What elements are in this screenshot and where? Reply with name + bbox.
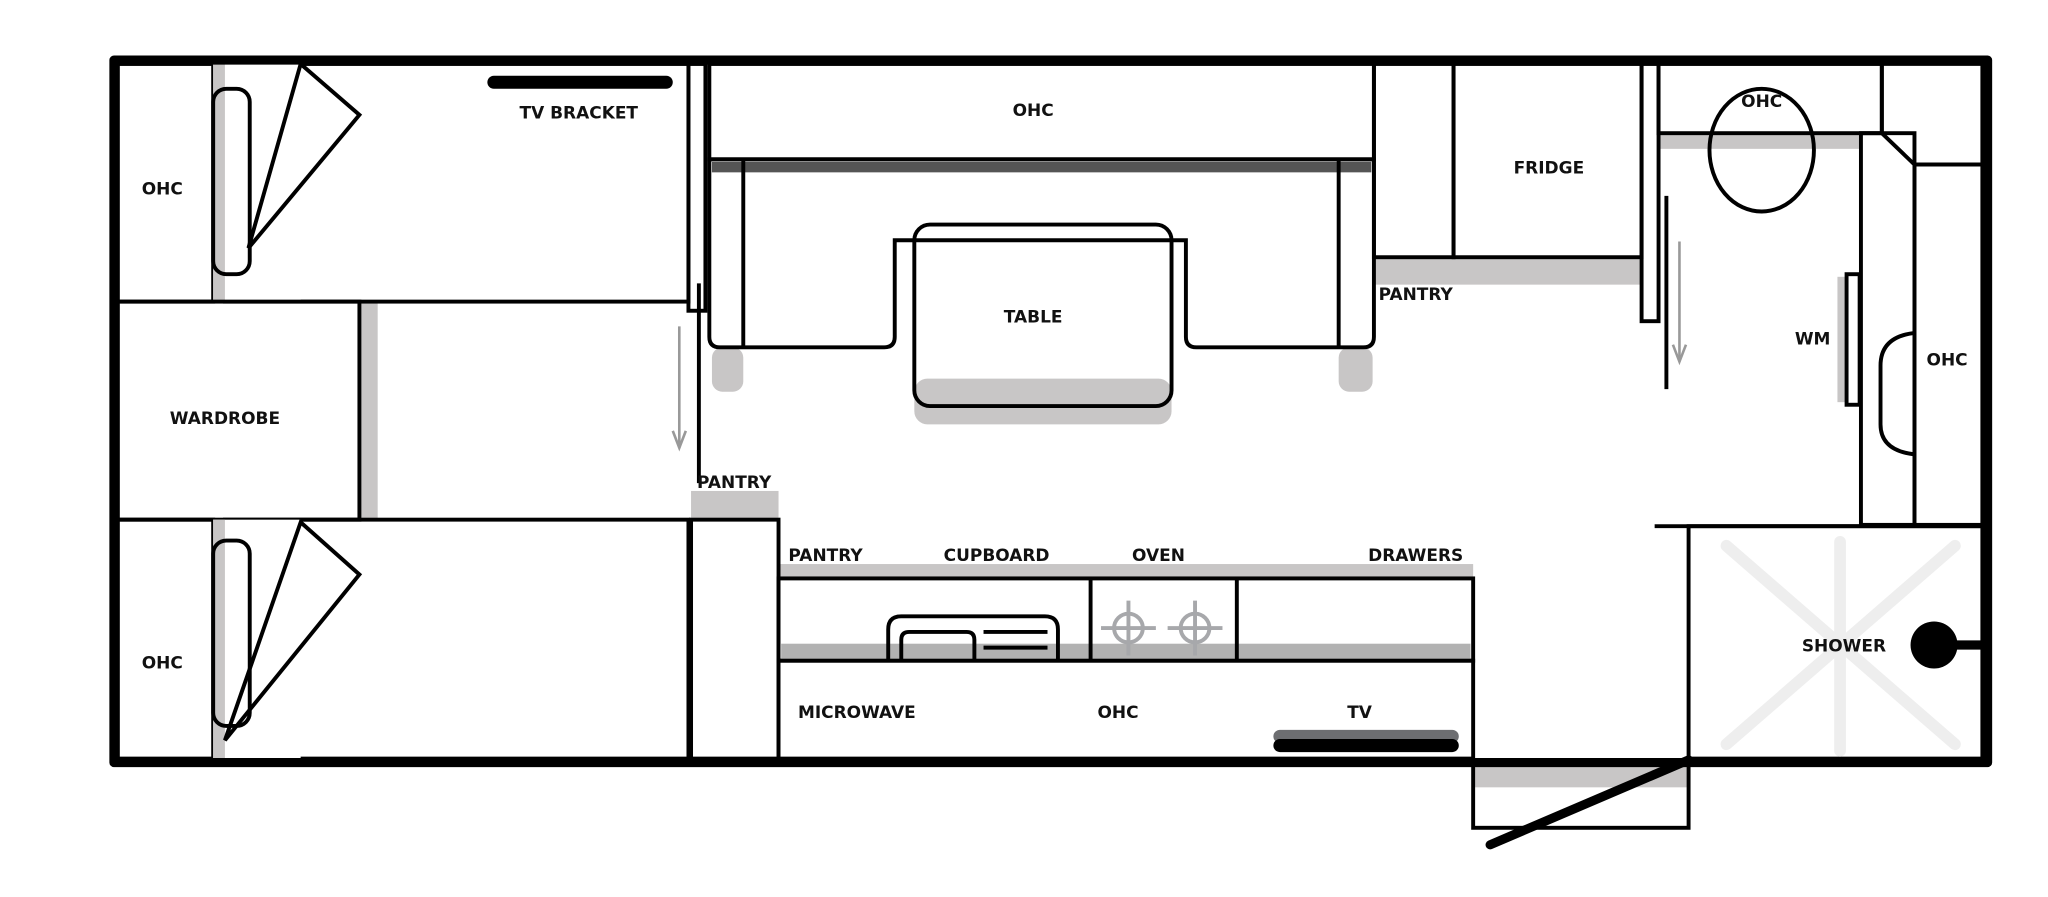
tv-icon — [1273, 739, 1459, 753]
cupboard-label: CUPBOARD — [944, 546, 1050, 566]
ohc-right-label: OHC — [1927, 350, 1968, 370]
pantry-left — [689, 517, 781, 761]
pillow-icon — [211, 86, 252, 277]
single-bed-top-label: SINGLE BED — [422, 164, 544, 185]
tv-label: TV — [1347, 703, 1373, 723]
fridge-label: FRIDGE — [1514, 158, 1585, 178]
tv-bracket-label: TV BRACKET — [519, 104, 638, 124]
outer-wall — [109, 55, 1993, 768]
door-swing-arrow-icon — [671, 326, 688, 452]
shower-label: SHOWER — [1802, 636, 1886, 656]
drawers-label: DRAWERS — [1368, 546, 1463, 566]
entry-step — [1471, 760, 1691, 830]
bed-fold-icon — [223, 518, 363, 742]
pantry-fridge-cabinet — [1371, 62, 1456, 260]
ohc-right — [1912, 162, 1985, 527]
tv-bracket-icon — [487, 75, 673, 89]
entry-door[interactable] — [1485, 755, 1694, 850]
shower-tray-icon — [1720, 535, 1961, 757]
ohc-bed-top-label: OHC — [142, 179, 183, 199]
toilet-icon — [1707, 86, 1816, 214]
table[interactable] — [912, 222, 1174, 409]
wardrobe-label: WARDROBE — [170, 409, 280, 429]
ohc-kitchen-label: OHC — [1097, 703, 1138, 723]
door-swing-arrow-icon — [1671, 241, 1688, 366]
ohc-bathroom-label: OHC — [1741, 92, 1782, 112]
table-label: TABLE — [1004, 307, 1063, 327]
cooktop-burner-icon — [1101, 600, 1223, 656]
pantry-kitchen-label: PANTRY — [788, 546, 863, 566]
single-bed-bottom-label: SINGLE BED — [422, 642, 544, 663]
dinette-seat — [707, 157, 1376, 350]
shadows — [359, 133, 1861, 788]
pantry-fridge-label: PANTRY — [1379, 285, 1454, 305]
pantry-left-label: PANTRY — [697, 473, 772, 493]
microwave-label: MICROWAVE — [798, 703, 916, 723]
wm-label: WM — [1795, 329, 1831, 349]
ohc-bed-bottom — [115, 517, 216, 761]
bed-fold-icon — [246, 60, 363, 250]
ohc-dinette-label: OHC — [1013, 101, 1054, 121]
basin-icon — [1878, 331, 1915, 457]
ohc-bed-bottom-label: OHC — [142, 653, 183, 673]
washing-machine — [1844, 272, 1862, 407]
oven-label: OVEN — [1132, 546, 1185, 566]
sink-icon — [886, 614, 1060, 661]
